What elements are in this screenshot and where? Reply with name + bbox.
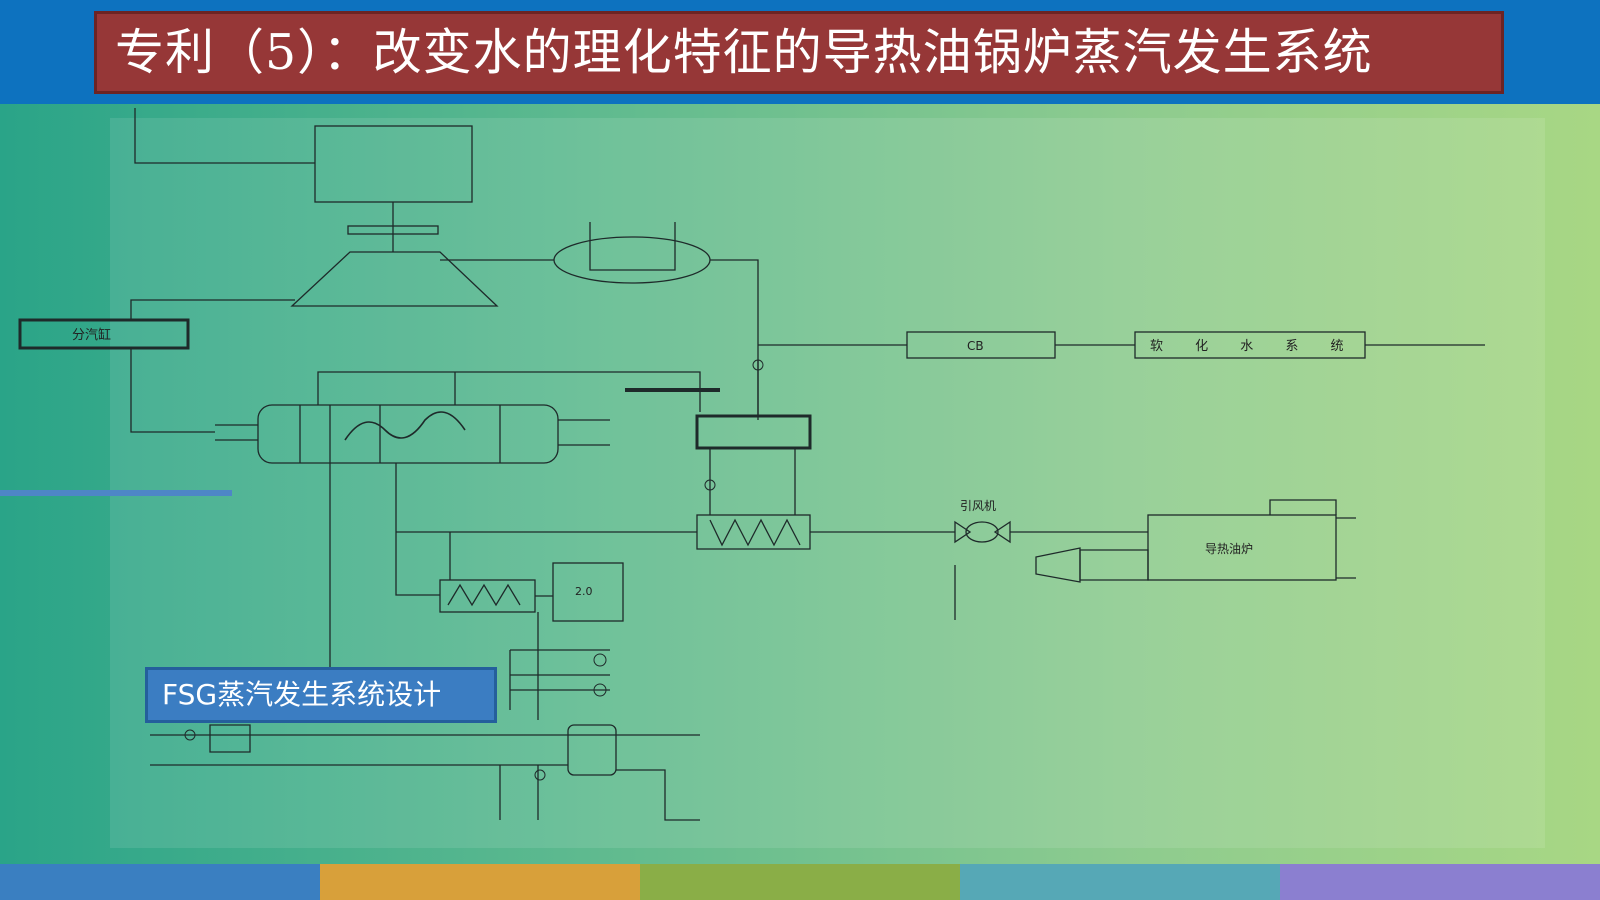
accent-line <box>0 490 232 496</box>
steam-header-label: 分汽缸 <box>72 327 111 343</box>
bottom-color-bar <box>0 864 1600 900</box>
generator-box <box>314 125 473 203</box>
bottom-bar-segment-2 <box>320 864 640 900</box>
condenser-shape <box>553 236 711 284</box>
water-unit-label: 软 化 水 系 统 <box>1150 339 1358 354</box>
fan-shape <box>954 520 1011 544</box>
tank-label: 2.0 <box>575 585 593 598</box>
separator-box <box>695 414 812 450</box>
system-caption: FSG蒸汽发生系统设计 <box>145 667 497 723</box>
turbine-shape <box>290 251 499 307</box>
bottom-bar-segment-5 <box>1280 864 1600 900</box>
bottom-bar-segment-1 <box>0 864 320 900</box>
lower-coil-box <box>439 579 536 613</box>
lower-tank <box>552 562 624 622</box>
condenser-coil <box>589 222 676 271</box>
oil-furnace-label: 导热油炉 <box>1205 542 1253 556</box>
left-header-shape <box>18 318 190 350</box>
flow-meter-label: CB <box>967 339 984 353</box>
bottom-tank <box>567 724 617 776</box>
fan-label: 引风机 <box>960 499 996 513</box>
diagram-panel <box>110 118 1545 848</box>
pipe-condenser-out <box>710 259 759 420</box>
boiler-drum <box>257 404 559 464</box>
bottom-bar-segment-4 <box>960 864 1280 900</box>
bottom-bar-segment-3 <box>640 864 960 900</box>
slide-title: 专利（5）：改变水的理化特征的导热油锅炉蒸汽发生系统 <box>94 11 1504 94</box>
pipe-top-left <box>134 108 315 164</box>
coupling <box>347 225 439 235</box>
oil-furnace-box <box>1147 514 1337 581</box>
